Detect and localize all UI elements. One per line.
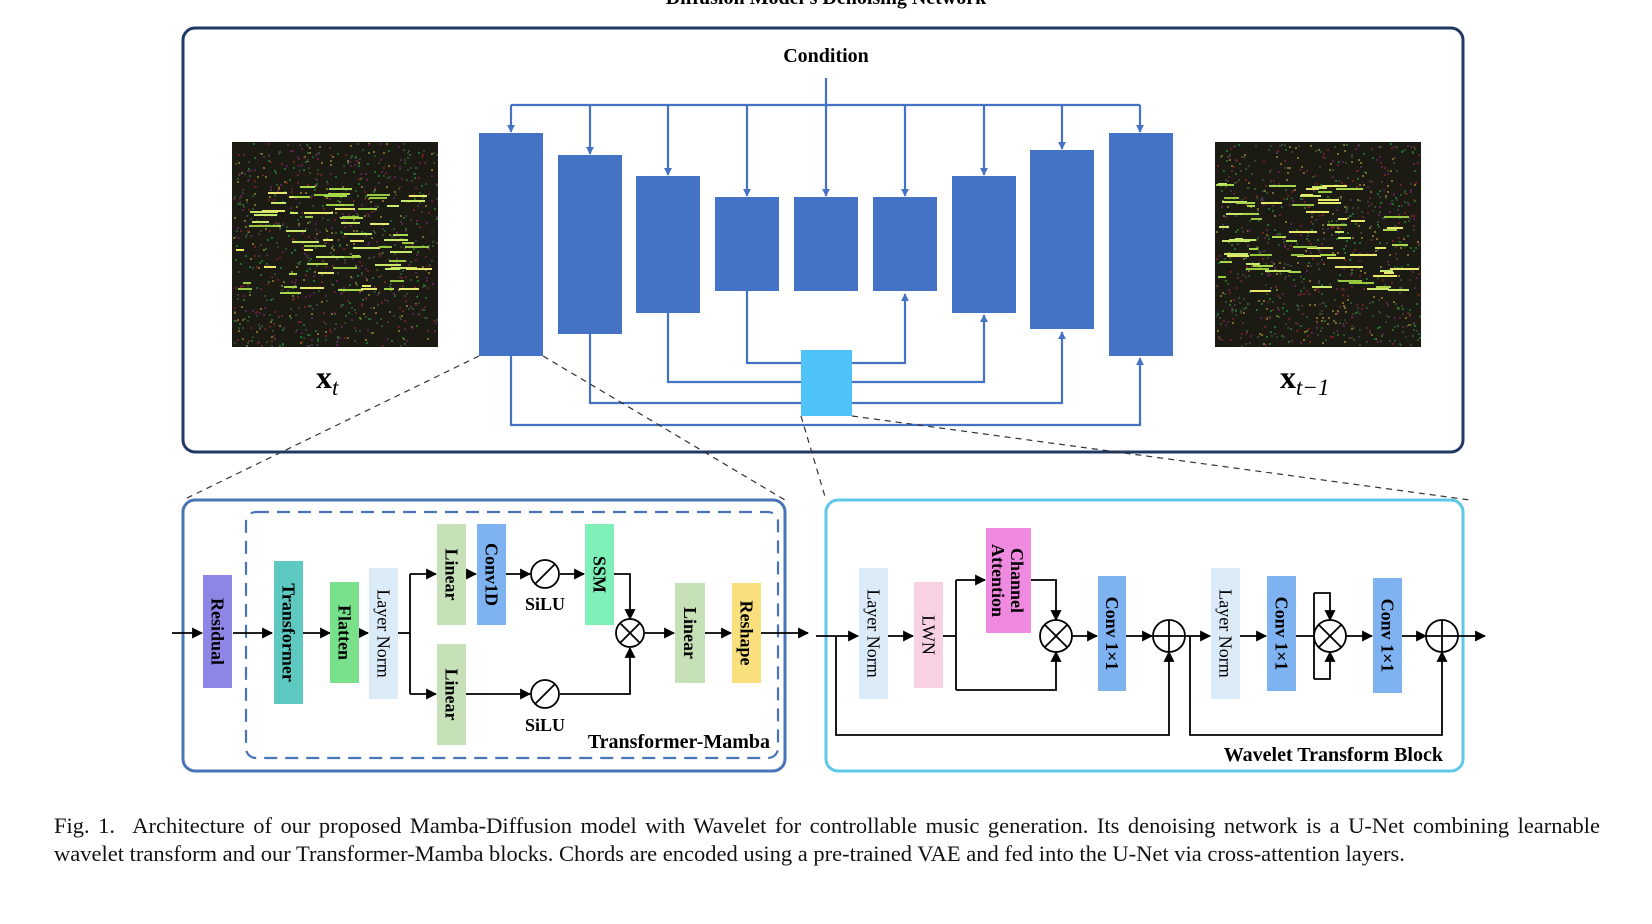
unet-encoder-block-1 xyxy=(479,133,543,356)
wt-add-1-icon xyxy=(1152,619,1186,653)
unet-encoder-block-4 xyxy=(715,197,779,291)
wavelet-block-title: Wavelet Transform Block xyxy=(1224,744,1444,766)
silu-top-icon xyxy=(530,559,560,589)
wt-layer-norm-1-block xyxy=(859,568,888,699)
flatten-block xyxy=(330,582,359,683)
linear-bottom-label: Linear xyxy=(442,669,462,721)
silu-bottom-label: SiLU xyxy=(525,715,565,735)
wt-conv-1-block xyxy=(1098,576,1126,691)
conv1d-label: Conv1D xyxy=(482,543,502,606)
input-pianoroll-image xyxy=(232,142,438,347)
network-title: Diffusion Model's Denoising Network xyxy=(666,0,987,9)
unet-decoder-block-2 xyxy=(952,176,1016,313)
reshape-label: Reshape xyxy=(737,600,757,665)
wt-conv-3-label: Conv 1×1 xyxy=(1378,599,1398,673)
transformer-mamba-title: Transformer-Mamba xyxy=(588,731,770,753)
unet-encoder-block-3 xyxy=(636,176,700,313)
unet-encoder-block-2 xyxy=(558,155,622,334)
tm-layer-norm-label: Layer Norm xyxy=(374,589,394,677)
linear-bottom-block xyxy=(437,644,466,745)
residual-block xyxy=(203,575,232,688)
wt-layer-norm-2-block xyxy=(1211,568,1240,699)
lwn-block xyxy=(914,582,943,688)
wt-add-2-icon xyxy=(1425,619,1459,653)
ssm-label: SSM xyxy=(590,556,610,593)
channel-attention-label-1: Channel xyxy=(1007,548,1027,613)
unet-decoder-block-4 xyxy=(1109,133,1173,356)
silu-bottom-icon xyxy=(530,679,560,709)
unet-decoder-block-1 xyxy=(873,197,937,291)
conv1d-block xyxy=(477,524,506,625)
transformer-mamba-inner xyxy=(244,510,780,760)
unet-decoder-block-3 xyxy=(1030,150,1094,329)
input-label: xt xyxy=(316,359,339,400)
zoom-lines xyxy=(182,355,1471,501)
tm-multiply-icon xyxy=(615,618,645,648)
residual-label: Residual xyxy=(208,598,228,665)
wt-conv-3-block xyxy=(1373,578,1402,693)
linear-top-label: Linear xyxy=(442,549,462,601)
transformer-mamba-panel xyxy=(181,498,787,773)
bottleneck-wavelet-block xyxy=(801,350,852,416)
linear-out-block xyxy=(675,583,705,683)
tm-connectors xyxy=(172,568,810,700)
channel-attention-block xyxy=(986,528,1031,633)
unet-panel xyxy=(181,26,1465,454)
unet-middle-block xyxy=(794,197,858,291)
condition-label: Condition xyxy=(783,45,869,67)
silu-top-label: SiLU xyxy=(525,594,565,614)
figure-caption: Fig. 1. Architecture of our proposed Mam… xyxy=(54,812,1600,868)
linear-top-block xyxy=(437,524,466,625)
lwn-label: LWN xyxy=(919,615,939,655)
reshape-block xyxy=(732,583,761,683)
wt-layer-norm-2-label: Layer Norm xyxy=(1216,589,1236,677)
wt-conv-2-block xyxy=(1267,576,1296,691)
figure-number: Fig. 1. xyxy=(54,813,116,838)
output-label: xt−1 xyxy=(1280,359,1329,400)
condition-connectors xyxy=(507,78,1144,197)
transformer-label: Transformer xyxy=(279,583,299,682)
tm-layer-norm-block xyxy=(369,568,398,699)
wt-multiply-2-icon xyxy=(1313,619,1347,653)
caption-text: Architecture of our proposed Mamba-Diffu… xyxy=(54,813,1601,866)
wt-layer-norm-1-label: Layer Norm xyxy=(864,589,884,677)
wt-conv-2-label: Conv 1×1 xyxy=(1272,597,1292,671)
linear-out-label: Linear xyxy=(680,607,700,659)
flatten-label: Flatten xyxy=(335,605,355,660)
ssm-block xyxy=(585,524,614,625)
output-pianoroll-image xyxy=(1215,142,1421,347)
transformer-block xyxy=(274,561,303,704)
wt-multiply-1-icon xyxy=(1039,619,1073,653)
channel-attention-label-2: Attention xyxy=(988,544,1008,617)
wt-conv-1-label: Conv 1×1 xyxy=(1102,597,1122,671)
